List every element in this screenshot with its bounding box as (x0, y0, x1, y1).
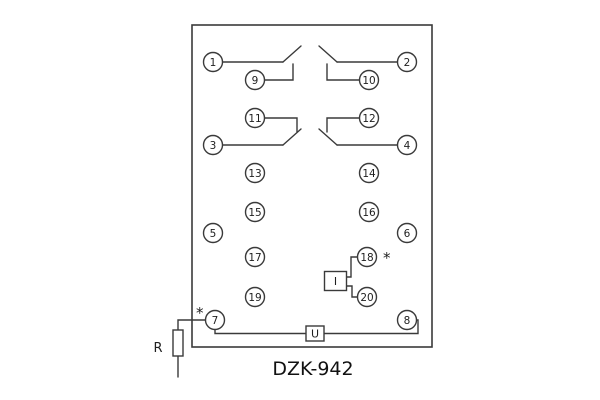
terminal-label: 10 (362, 75, 375, 87)
terminal-circle (244, 201, 266, 223)
wire-terminal-10 (326, 63, 361, 81)
terminal-label: 11 (248, 113, 261, 125)
terminal-circle (356, 246, 378, 268)
terminal-10: 10 (358, 69, 380, 91)
resistor: R (153, 329, 184, 357)
terminal-label: 15 (248, 207, 261, 219)
terminal-7: 7 (204, 309, 226, 331)
terminal-2: 2 (396, 51, 418, 73)
wire-resistor-top (177, 319, 207, 331)
terminal-circle (396, 134, 418, 156)
terminal-circle (244, 246, 266, 268)
terminal-circle (358, 69, 380, 91)
switch-blade-2 (318, 45, 338, 63)
wire-terminal-8-bus (323, 319, 419, 335)
resistor-box (172, 329, 184, 357)
coil-i-label: I (334, 275, 337, 288)
terminal-label: 17 (248, 252, 261, 264)
wire-terminal-20 (345, 285, 359, 298)
terminal-circle (358, 201, 380, 223)
relay-enclosure-outline (191, 24, 433, 348)
terminal-19: 19 (244, 286, 266, 308)
switch-blade-4 (318, 128, 338, 146)
polarity-mark-7: * (196, 304, 204, 322)
terminal-circle (358, 162, 380, 184)
terminal-label: 16 (362, 207, 376, 219)
terminal-label: 1 (210, 57, 217, 69)
wire-terminal-7-bus (214, 328, 307, 335)
terminal-label: 8 (404, 315, 411, 327)
coil-i-box (323, 270, 348, 292)
terminal-5: 5 (202, 222, 224, 244)
terminal-6: 6 (396, 222, 418, 244)
terminal-1: 1 (202, 51, 224, 73)
terminal-circle (396, 309, 418, 331)
coil-u: U (305, 325, 325, 342)
switch-blade-3 (282, 128, 302, 146)
terminal-9: 9 (244, 69, 266, 91)
terminal-circle (202, 222, 224, 244)
terminal-circle (202, 51, 224, 73)
terminal-4: 4 (396, 134, 418, 156)
coil-u-box (305, 325, 325, 342)
terminal-circle (358, 107, 380, 129)
wire-terminal-12 (326, 117, 361, 133)
terminal-circle (244, 162, 266, 184)
polarity-mark-18: * (383, 249, 391, 267)
terminal-circle (204, 309, 226, 331)
terminal-label: 12 (362, 113, 375, 125)
terminal-label: 9 (252, 75, 259, 87)
resistor-label: R (153, 341, 162, 356)
terminal-label: 13 (248, 168, 261, 180)
terminal-label: 7 (212, 315, 219, 327)
terminal-label: 4 (404, 140, 411, 152)
switch-blade-1 (282, 45, 302, 63)
terminal-20: 20 (356, 286, 378, 308)
coil-u-label: U (311, 328, 319, 341)
terminal-circle (244, 69, 266, 91)
terminal-16: 16 (358, 201, 380, 223)
terminal-label: 19 (248, 292, 261, 304)
terminal-label: 3 (210, 140, 217, 152)
coil-i: I (323, 270, 348, 292)
terminal-12: 12 (358, 107, 380, 129)
terminal-8: 8 (396, 309, 418, 331)
terminal-label: 6 (404, 228, 411, 240)
terminal-circle (356, 286, 378, 308)
terminal-circle (202, 134, 224, 156)
wire-terminal-18 (345, 256, 359, 278)
terminal-label: 18 (360, 252, 373, 264)
terminal-18: 18 (356, 246, 378, 268)
terminal-circle (396, 51, 418, 73)
terminal-11: 11 (244, 107, 266, 129)
terminal-13: 13 (244, 162, 266, 184)
terminal-label: 14 (362, 168, 376, 180)
terminal-label: 20 (360, 292, 373, 304)
wire-terminal-11 (263, 117, 298, 133)
terminal-17: 17 (244, 246, 266, 268)
terminal-label: 5 (210, 228, 217, 240)
terminal-circle (396, 222, 418, 244)
terminal-circle (244, 107, 266, 129)
terminal-circle (244, 286, 266, 308)
diagram-title: DZK-942 (272, 358, 353, 380)
terminal-15: 15 (244, 201, 266, 223)
terminal-3: 3 (202, 134, 224, 156)
terminals: 1 2 9 10 11 12 (202, 51, 418, 331)
wiring (177, 45, 419, 378)
terminal-label: 2 (404, 57, 411, 69)
terminal-14: 14 (358, 162, 380, 184)
wire-terminal-9 (263, 63, 294, 81)
